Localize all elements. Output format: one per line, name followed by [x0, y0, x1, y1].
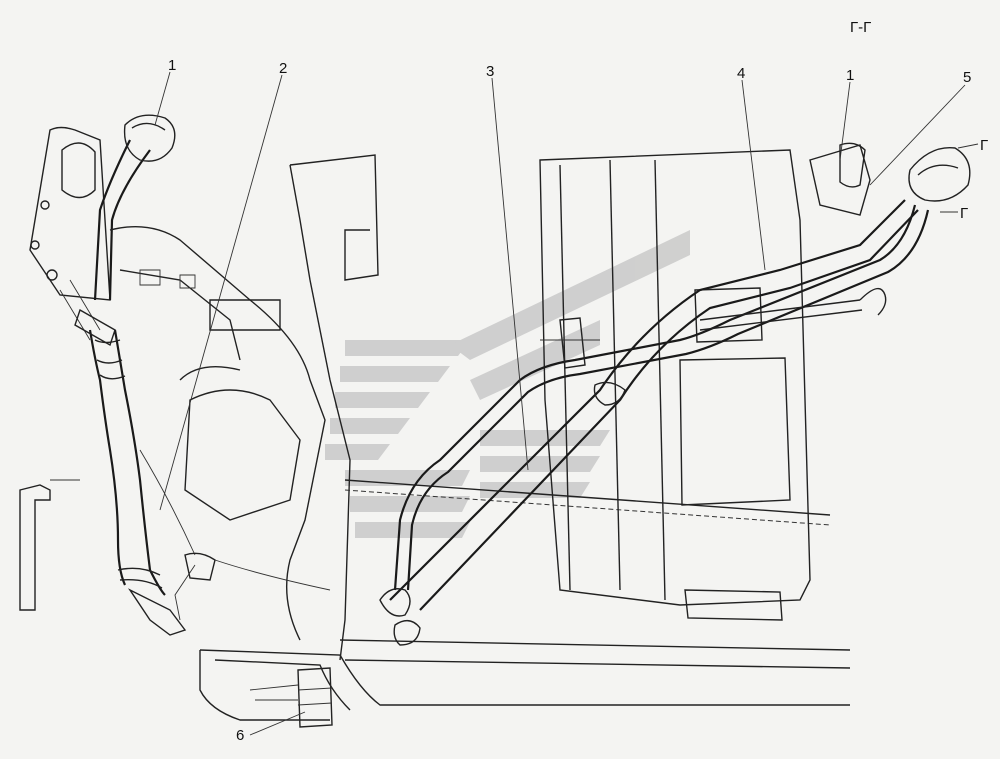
- callout-5: 5: [963, 69, 971, 86]
- callout-3: 3: [486, 63, 494, 80]
- callout-4: 4: [737, 65, 745, 82]
- fuel-pipes: [379, 142, 971, 646]
- leader-lines: [154, 71, 979, 736]
- callout-6: 6: [236, 727, 244, 744]
- section-marker-top: Г: [980, 137, 988, 154]
- vehicle-frame: [19, 154, 851, 721]
- right-tank-assembly: [539, 149, 811, 621]
- callout-1-right: 1: [846, 67, 854, 84]
- clamp-part-6: [249, 667, 333, 728]
- left-filler-assembly: [29, 114, 216, 636]
- section-marker-bottom: Г: [960, 205, 968, 222]
- section-title: Г-Г: [850, 19, 871, 36]
- left-fuel-tank: [109, 225, 331, 641]
- callout-2: 2: [279, 60, 287, 77]
- callout-1-left: 1: [168, 57, 176, 74]
